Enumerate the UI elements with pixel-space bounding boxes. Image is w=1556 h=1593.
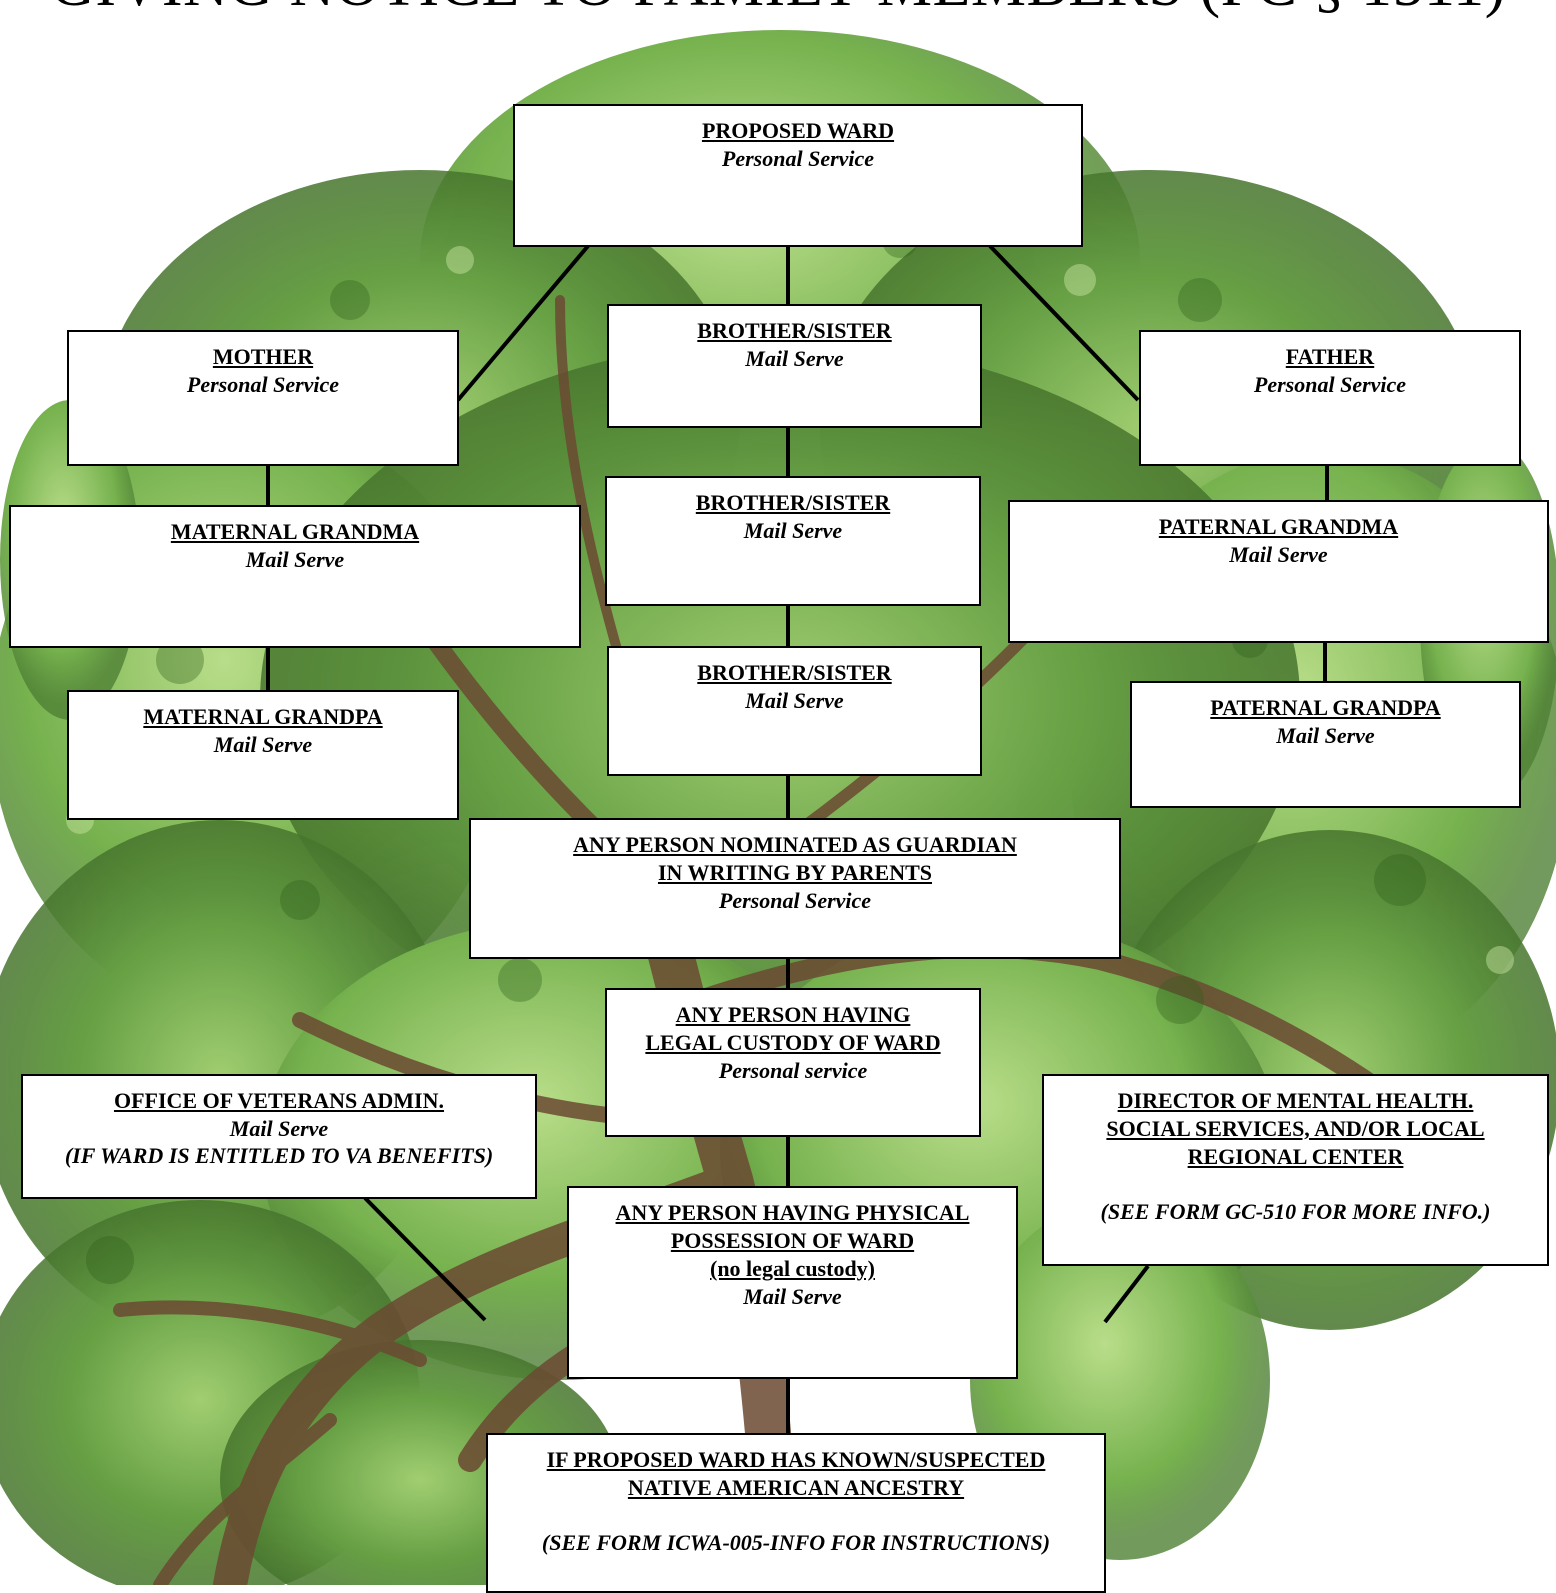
nominated-guardian-line2: IN WRITING BY PARENTS (657, 860, 933, 885)
native-american-line1: IF PROPOSED WARD HAS KNOWN/SUSPECTED (546, 1447, 1046, 1472)
legal-custody-line2: LEGAL CUSTODY OF WARD (645, 1030, 941, 1055)
node-father: FATHER Personal Service (1139, 330, 1521, 466)
father-service: Personal Service (1253, 372, 1407, 397)
paternal-grandma-label: PATERNAL GRANDMA (1158, 514, 1399, 539)
node-nominated-guardian: ANY PERSON NOMINATED AS GUARDIAN IN WRIT… (469, 818, 1121, 959)
mental-health-line1: DIRECTOR OF MENTAL HEALTH. (1117, 1088, 1474, 1113)
legal-custody-line1: ANY PERSON HAVING (675, 1002, 911, 1027)
node-mother: MOTHER Personal Service (67, 330, 459, 466)
node-paternal-grandpa: PATERNAL GRANDPA Mail Serve (1130, 681, 1521, 808)
veterans-admin-label: OFFICE OF VETERANS ADMIN. (113, 1088, 445, 1113)
proposed-ward-label: PROPOSED WARD (701, 118, 895, 143)
connector-ward-father (988, 244, 1140, 402)
maternal-grandpa-label: MATERNAL GRANDPA (143, 704, 383, 729)
node-native-american: IF PROPOSED WARD HAS KNOWN/SUSPECTED NAT… (486, 1433, 1106, 1593)
brother-sister-1-label: BROTHER/SISTER (697, 318, 892, 343)
veterans-admin-note: (IF WARD IS ENTITLED TO VA BENEFITS) (64, 1143, 494, 1168)
paternal-grandpa-label: PATERNAL GRANDPA (1210, 695, 1441, 720)
node-proposed-ward: PROPOSED WARD Personal Service (513, 104, 1083, 247)
mother-service: Personal Service (186, 372, 340, 397)
node-brother-sister-3: BROTHER/SISTER Mail Serve (607, 646, 982, 776)
veterans-admin-service: Mail Serve (229, 1116, 329, 1141)
brother-sister-2-service: Mail Serve (743, 518, 843, 543)
brother-sister-3-label: BROTHER/SISTER (697, 660, 892, 685)
connector-ward-mother (456, 244, 590, 402)
father-label: FATHER (1285, 344, 1375, 369)
brother-sister-2-label: BROTHER/SISTER (695, 490, 891, 515)
mental-health-line2: SOCIAL SERVICES, AND/OR LOCAL (1106, 1116, 1485, 1141)
proposed-ward-service: Personal Service (721, 146, 875, 171)
node-brother-sister-1: BROTHER/SISTER Mail Serve (607, 304, 982, 428)
connector-veterans (363, 1196, 487, 1322)
node-mental-health: DIRECTOR OF MENTAL HEALTH. SOCIAL SERVIC… (1042, 1074, 1549, 1266)
native-american-line2: NATIVE AMERICAN ANCESTRY (627, 1475, 965, 1500)
page-title: GIVING NOTICE TO FAMILY MEMBERS (PC § 15… (0, 0, 1556, 16)
brother-sister-1-service: Mail Serve (745, 346, 844, 371)
maternal-grandpa-service: Mail Serve (213, 732, 313, 757)
legal-custody-service: Personal service (718, 1058, 868, 1083)
nominated-guardian-line1: ANY PERSON NOMINATED AS GUARDIAN (573, 832, 1017, 857)
brother-sister-3-service: Mail Serve (745, 688, 844, 713)
mother-label: MOTHER (212, 344, 314, 369)
paternal-grandpa-service: Mail Serve (1276, 723, 1375, 748)
physical-possession-line1: ANY PERSON HAVING PHYSICAL (615, 1200, 970, 1225)
native-american-note: (SEE FORM ICWA-005-INFO FOR INSTRUCTIONS… (541, 1530, 1051, 1555)
connector-mental-health (1103, 1264, 1150, 1324)
node-maternal-grandpa: MATERNAL GRANDPA Mail Serve (67, 690, 459, 820)
node-maternal-grandma: MATERNAL GRANDMA Mail Serve (9, 505, 581, 648)
mental-health-note: (SEE FORM GC-510 FOR MORE INFO.) (1100, 1199, 1491, 1224)
maternal-grandma-service: Mail Serve (245, 547, 345, 572)
physical-possession-line2: POSSESSION OF WARD (670, 1228, 915, 1253)
nominated-guardian-service: Personal Service (718, 888, 872, 913)
node-veterans-admin: OFFICE OF VETERANS ADMIN. Mail Serve (IF… (21, 1074, 537, 1199)
node-legal-custody: ANY PERSON HAVING LEGAL CUSTODY OF WARD … (605, 988, 981, 1137)
mental-health-line3: REGIONAL CENTER (1187, 1144, 1404, 1169)
node-physical-possession: ANY PERSON HAVING PHYSICAL POSSESSION OF… (567, 1186, 1018, 1379)
node-paternal-grandma: PATERNAL GRANDMA Mail Serve (1008, 500, 1549, 643)
physical-possession-line3: (no legal custody) (710, 1256, 875, 1281)
node-brother-sister-2: BROTHER/SISTER Mail Serve (605, 476, 981, 606)
physical-possession-service: Mail Serve (743, 1284, 842, 1309)
paternal-grandma-service: Mail Serve (1229, 542, 1328, 567)
maternal-grandma-label: MATERNAL GRANDMA (170, 519, 420, 544)
